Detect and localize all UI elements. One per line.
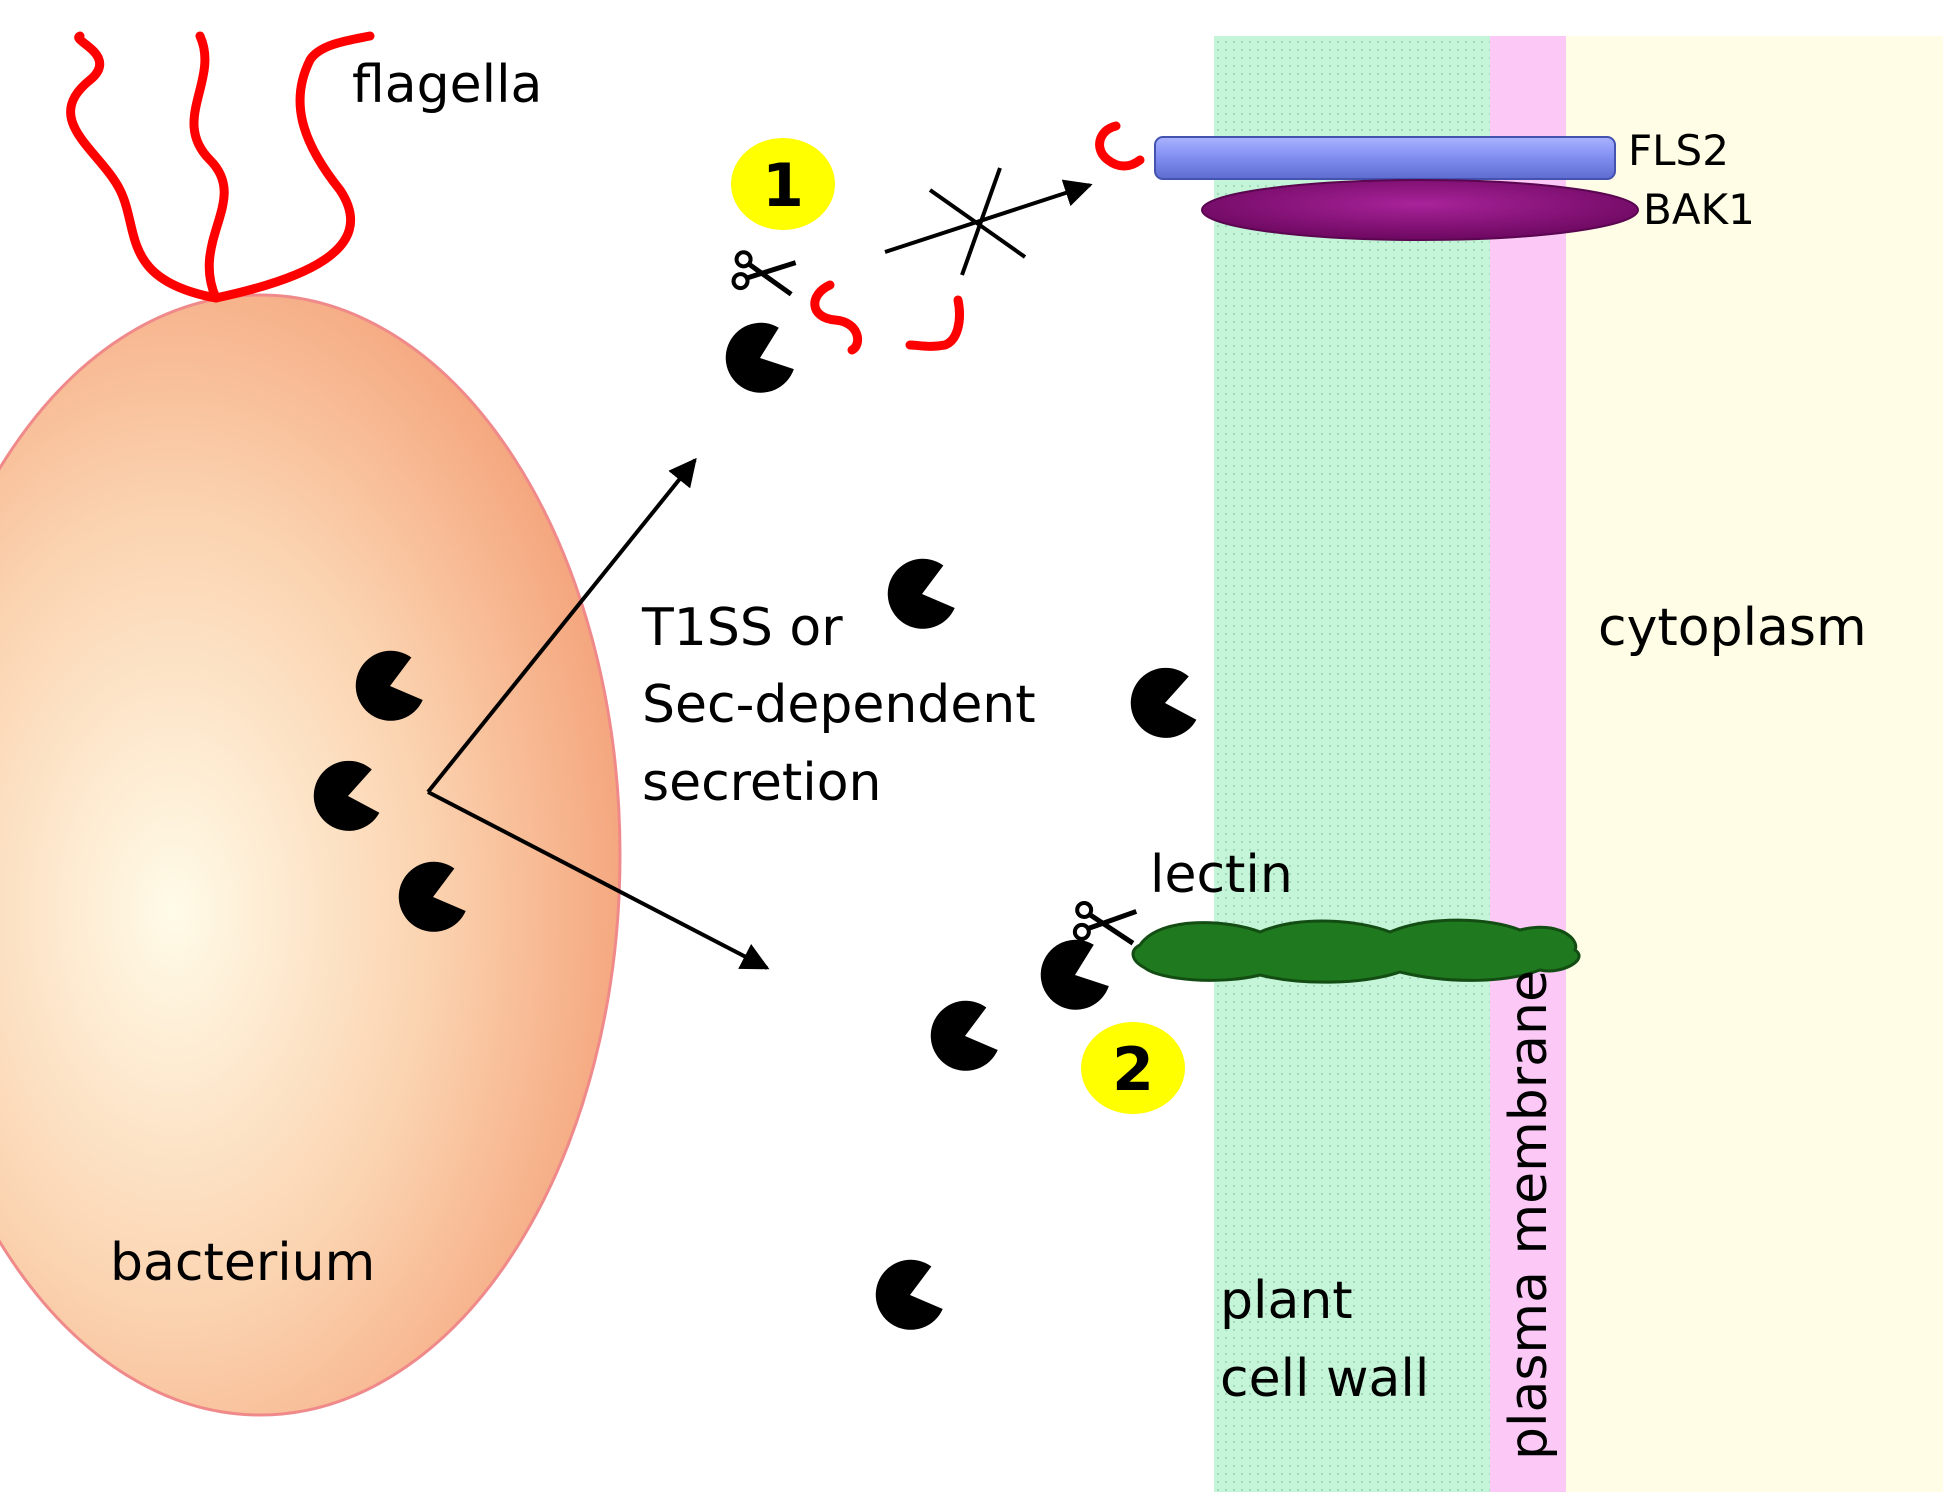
secretion-label-line2: Sec-dependent: [642, 675, 1036, 735]
secretion-label-line3: secretion: [642, 753, 882, 813]
flagella-strands: [66, 31, 375, 303]
bacterium-label: bacterium: [110, 1233, 375, 1293]
step-2-number: 2: [1112, 1035, 1154, 1105]
flagellin-fragment-bound: [1095, 121, 1145, 171]
lectin-receptor: [1131, 918, 1581, 984]
step-1-badge: 1: [731, 138, 835, 230]
plant-cell-wall: [1214, 36, 1490, 1492]
bak1-coreceptor: [1201, 179, 1639, 241]
bacterium: [0, 293, 622, 1417]
step-1-number: 1: [762, 151, 804, 221]
scissors-icon: [1074, 902, 1136, 944]
fls2-receptor: [1154, 136, 1616, 180]
cell-wall-label-line2: cell wall: [1220, 1349, 1429, 1409]
protease-icon: [715, 315, 799, 403]
cell-wall-label-line1: plant: [1220, 1271, 1353, 1331]
flagella-label: flagella: [352, 55, 542, 115]
protease-icon: [867, 1253, 947, 1338]
fls2-label: FLS2: [1628, 126, 1729, 175]
secretion-arrows: [426, 457, 770, 970]
protease-icon: [879, 552, 959, 637]
bak1-label: BAK1: [1643, 185, 1755, 234]
cytoplasm-label: cytoplasm: [1598, 598, 1867, 658]
flagellin-fragments-cleaved: [810, 280, 964, 355]
lectin-label: lectin: [1150, 845, 1293, 905]
step-2-badge: 2: [1081, 1022, 1185, 1114]
plasma-membrane: [1490, 36, 1566, 1492]
protease-icon: [922, 994, 1002, 1079]
cytoplasm-region: [1566, 36, 1943, 1492]
scissors-icon: [733, 251, 796, 295]
blocked-arrow-icon: [884, 167, 1093, 276]
plasma-membrane-label: plasma membrane: [1499, 970, 1559, 1460]
protease-icon: [1030, 932, 1114, 1020]
secretion-label-line1: T1SS or: [641, 598, 843, 658]
protease-icon: [1125, 663, 1199, 744]
